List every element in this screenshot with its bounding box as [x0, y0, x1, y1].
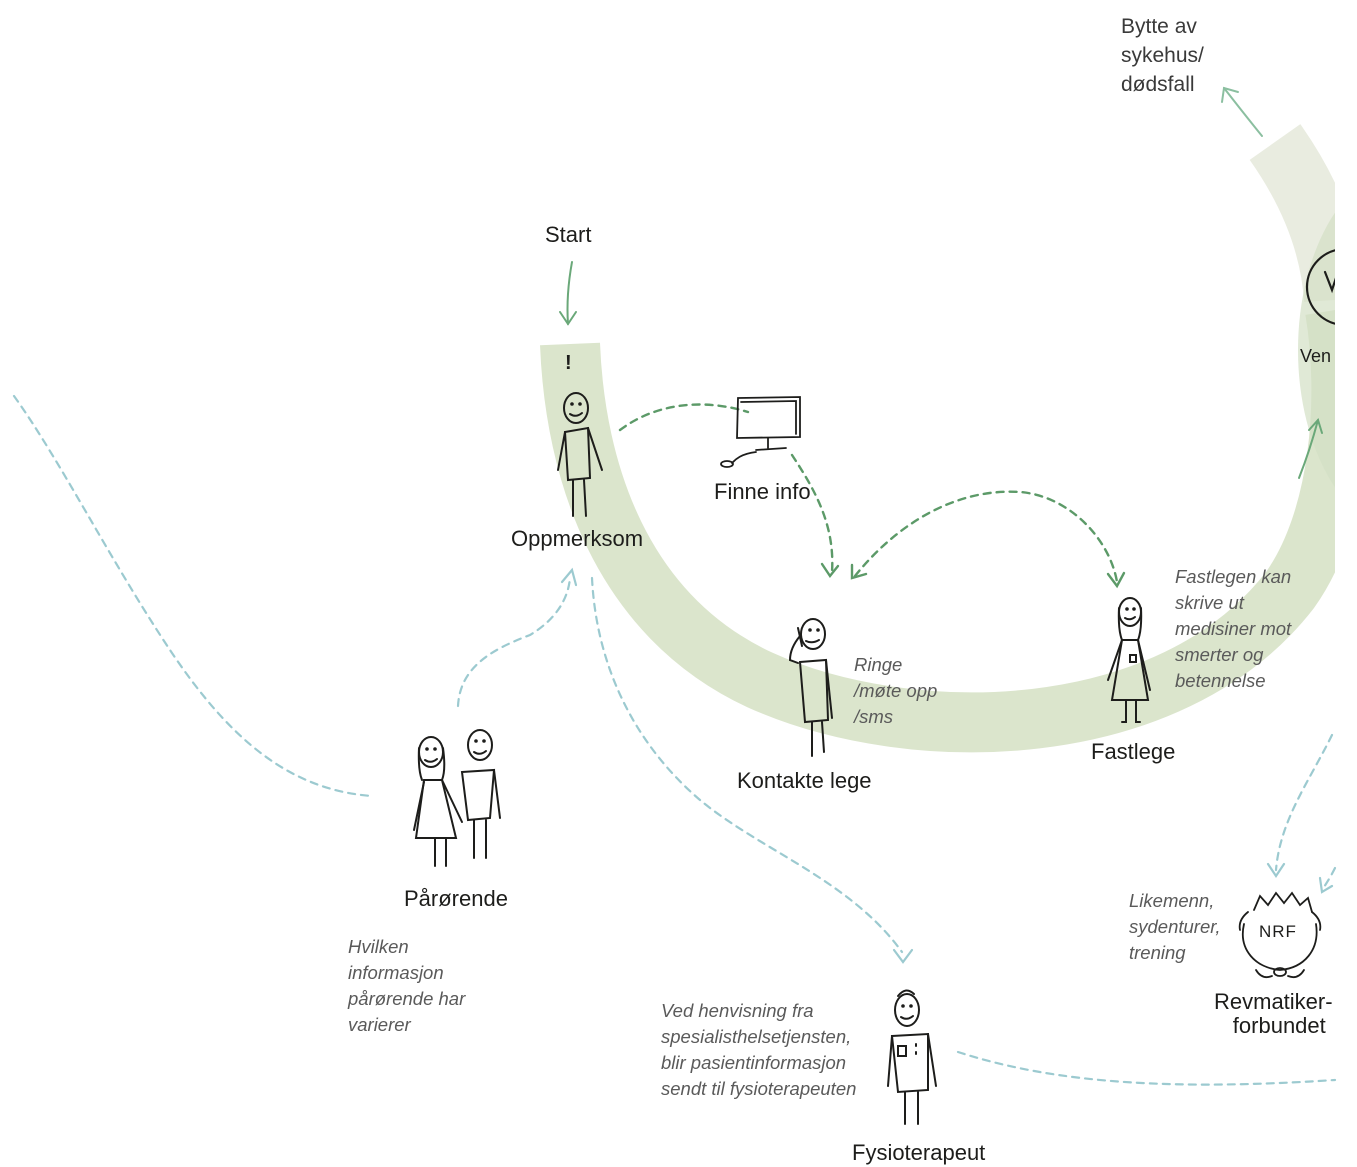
note-parorende: Hvilken informasjon pårørende har varier… [348, 936, 466, 1035]
nrf-text: NRF [1259, 922, 1297, 941]
nrf-logo [1238, 891, 1322, 979]
start-arrow [559, 261, 577, 326]
dashed-blue-lines [12, 394, 1337, 1086]
label-finne-info: Finne info [714, 479, 811, 504]
kontakte-lege-figure [788, 618, 833, 757]
label-fysioterapeut: Fysioterapeut [852, 1140, 986, 1165]
note-likemenn: Likemenn, sydenturer, trening [1129, 890, 1221, 963]
oppmerksom-figure [557, 392, 603, 517]
label-start: Start [545, 222, 592, 247]
exit-note: Bytte av sykehus/ dødsfall [1121, 15, 1204, 96]
label-venter-partial: Ven [1300, 346, 1332, 366]
label-oppmerksom: Oppmerksom [511, 526, 644, 551]
label-parorende: Pårørende [404, 886, 508, 911]
note-henvisning: Ved henvisning fra spesialisthelsetjenst… [661, 1000, 857, 1099]
dashed-green-arrows [618, 403, 1119, 584]
exit-arrow [1221, 86, 1263, 137]
fastlege-figure [1107, 597, 1151, 723]
journey-band [540, 310, 1335, 753]
exclamation-mark: ! [565, 352, 572, 374]
clock-icon [1305, 249, 1335, 325]
label-fastlege: Fastlege [1091, 739, 1176, 764]
note-ringe: Ringe /møte opp /sms [854, 654, 938, 727]
label-kontakte-lege: Kontakte lege [737, 768, 872, 793]
label-revmatikerforbundet: Revmatiker- forbundet [1214, 989, 1333, 1038]
note-fastlegen: Fastlegen kan skrive ut medisiner mot sm… [1175, 566, 1292, 691]
parorende-figures [413, 729, 501, 867]
computer-icon [720, 396, 801, 468]
fysioterapeut-figure [887, 989, 937, 1125]
venter-arrow [1298, 418, 1323, 479]
